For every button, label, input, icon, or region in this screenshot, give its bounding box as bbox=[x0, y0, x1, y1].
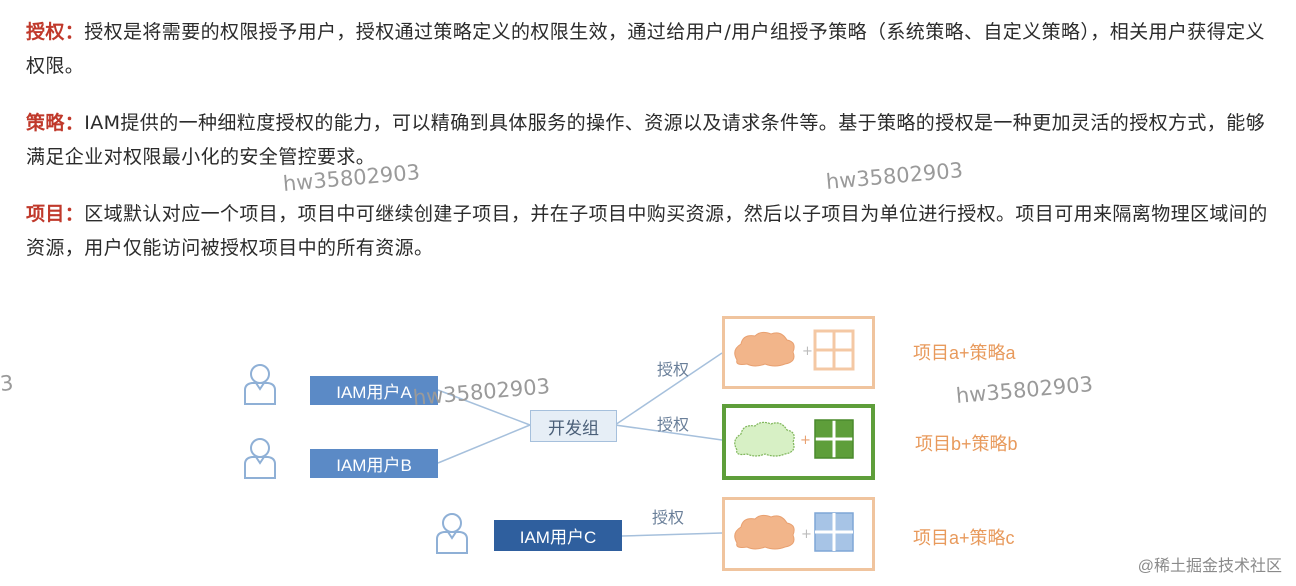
paragraph-text: IAM提供的一种细粒度授权的能力，可以精确到具体服务的操作、资源以及请求条件等。… bbox=[26, 112, 1266, 168]
policy-grid-icon bbox=[814, 512, 854, 552]
cloud-icon bbox=[734, 514, 795, 550]
line-group-projB bbox=[614, 424, 723, 441]
policy-grid-icon bbox=[813, 329, 855, 371]
plus-sign: + bbox=[800, 433, 811, 448]
line-userC-projC bbox=[621, 532, 723, 537]
term-policy: 策略： bbox=[26, 112, 85, 134]
iam-user-a-box: IAM用户A bbox=[310, 376, 438, 405]
term-authorization: 授权： bbox=[26, 21, 85, 43]
line-userA-group bbox=[437, 389, 531, 426]
edge-label-authorize-b: 授权 bbox=[657, 417, 690, 434]
paragraph-policy: 策略：IAM提供的一种细粒度授权的能力，可以精确到具体服务的操作、资源以及请求条… bbox=[26, 106, 1282, 174]
project-label-c: 项目a+策略c bbox=[913, 528, 1015, 548]
project-label-a: 项目a+策略a bbox=[913, 343, 1016, 363]
edge-label-authorize-a: 授权 bbox=[657, 362, 690, 379]
line-group-projA bbox=[614, 352, 723, 426]
connector-lines bbox=[437, 352, 723, 537]
line-userB-group bbox=[437, 424, 531, 464]
paragraph-authorization: 授权：授权是将需要的权限授予用户，授权通过策略定义的权限生效，通过给用户/用户组… bbox=[26, 15, 1282, 83]
cloud-icon bbox=[734, 421, 795, 457]
watermark: 3 bbox=[0, 370, 15, 396]
plus-sign: + bbox=[801, 527, 812, 542]
paragraph-project: 项目：区域默认对应一个项目，项目中可继续创建子项目，并在子项目中购买资源，然后以… bbox=[26, 197, 1282, 265]
iam-user-b-box: IAM用户B bbox=[310, 449, 438, 478]
project-label-b: 项目b+策略b bbox=[915, 434, 1018, 454]
policy-grid-icon bbox=[814, 419, 854, 459]
paragraph-text: 区域默认对应一个项目，项目中可继续创建子项目，并在子项目中购买资源，然后以子项目… bbox=[26, 203, 1268, 259]
plus-sign: + bbox=[802, 344, 813, 359]
term-project: 项目： bbox=[26, 203, 85, 225]
iam-user-c-box: IAM用户C bbox=[494, 520, 622, 551]
footer-credit: @稀土掘金技术社区 bbox=[1137, 558, 1282, 575]
dev-group-box: 开发组 bbox=[530, 410, 617, 442]
person-icon bbox=[244, 364, 276, 405]
edge-label-authorize-c: 授权 bbox=[652, 510, 685, 527]
cloud-icon bbox=[734, 331, 795, 367]
person-icon bbox=[436, 513, 468, 554]
paragraph-text: 授权是将需要的权限授予用户，授权通过策略定义的权限生效，通过给用户/用户组授予策… bbox=[26, 21, 1265, 77]
person-icon bbox=[244, 438, 276, 479]
